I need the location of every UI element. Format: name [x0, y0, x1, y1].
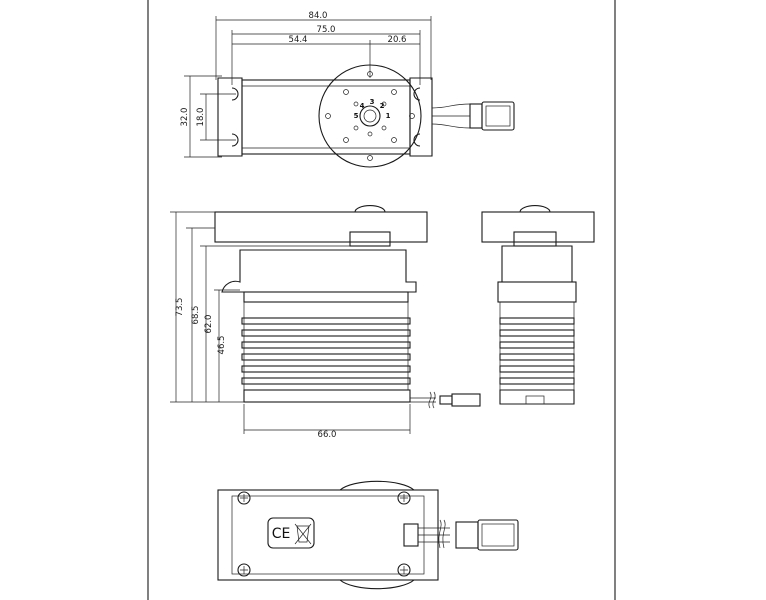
screw-icon	[237, 491, 411, 577]
dim-32-0: 32.0	[180, 108, 190, 127]
top-view: 84.0 75.0 54.4 20.6 32.0 18.0	[180, 11, 515, 168]
dim-68-5: 68.5	[191, 306, 201, 325]
ce-mark: CE	[272, 526, 291, 542]
weee-bin-icon	[294, 523, 312, 545]
dim-66-0: 66.0	[318, 430, 337, 440]
dim-46-5: 46.5	[217, 336, 227, 355]
horn-label-4: 4	[360, 102, 365, 110]
dim-18-0: 18.0	[196, 108, 206, 127]
dim-73-5: 73.5	[175, 298, 185, 317]
horn-label-5: 5	[354, 112, 359, 120]
bottom-view: CE	[217, 480, 519, 590]
dim-84-0: 84.0	[309, 11, 328, 21]
horn-label-3: 3	[370, 98, 375, 106]
connector-side	[451, 393, 481, 407]
horn-label-1: 1	[386, 112, 391, 120]
servo-horn-disc	[318, 64, 422, 168]
dim-20-6: 20.6	[388, 35, 407, 45]
dim-75-0: 75.0	[317, 25, 336, 35]
ce-mark-box	[267, 517, 315, 549]
side-view: 73.5 68.5 62.0 46.5 66.0	[170, 205, 481, 440]
front-view	[481, 205, 595, 405]
horn-label-2: 2	[380, 102, 385, 110]
dim-54-4: 54.4	[289, 35, 308, 45]
connector-bottom	[477, 519, 519, 551]
dim-62-0: 62.0	[204, 315, 214, 334]
